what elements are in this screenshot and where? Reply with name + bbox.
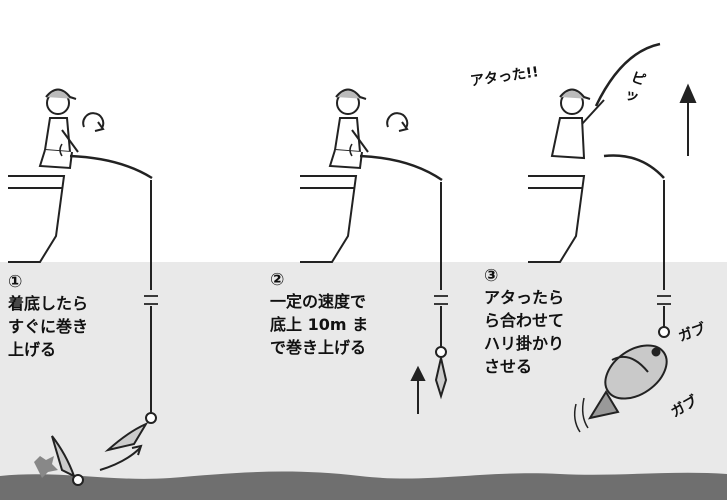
- step-2-line: 底上 10m ま: [270, 315, 369, 334]
- step-3-caption: ③ アタったら ら合わせて ハリ掛かり させる: [484, 266, 564, 378]
- step-3-line: アタったら: [484, 288, 565, 307]
- boat-hull-2: [300, 175, 358, 263]
- step-3-line: ら合わせて: [484, 311, 565, 330]
- panel-3-angler: [528, 42, 697, 338]
- boat-hull-1: [8, 175, 66, 263]
- step-3-number: ③: [484, 266, 499, 286]
- step-2-caption: ② 一定の速度で 底上 10m ま で巻き上げる: [270, 270, 368, 359]
- fishing-rod-3: [594, 42, 661, 107]
- step-1-line: 着底したら: [8, 294, 89, 313]
- step-1-number: ①: [8, 272, 23, 292]
- step-2-line: で巻き上げる: [270, 338, 367, 357]
- step-1-line: 上げる: [8, 340, 57, 359]
- step-2-number: ②: [270, 270, 285, 290]
- sand-splash: [34, 456, 58, 478]
- step-1-caption: ① 着底したら すぐに巻き 上げる: [8, 272, 88, 361]
- step-3-line: させる: [484, 357, 533, 376]
- motion-lines: [59, 143, 589, 433]
- fishing-rod-1: [69, 154, 153, 180]
- panel-1-angler: [8, 88, 158, 486]
- boat-hull-3: [528, 175, 586, 263]
- step-3-line: ハリ掛かり: [484, 334, 565, 353]
- panel-2-angler: [300, 88, 448, 414]
- fish: [587, 344, 668, 420]
- seabed: [0, 471, 727, 500]
- step-2-line: 一定の速度で: [270, 292, 367, 311]
- step-1-line: すぐに巻き: [8, 317, 89, 336]
- fishing-rod-2: [359, 154, 443, 182]
